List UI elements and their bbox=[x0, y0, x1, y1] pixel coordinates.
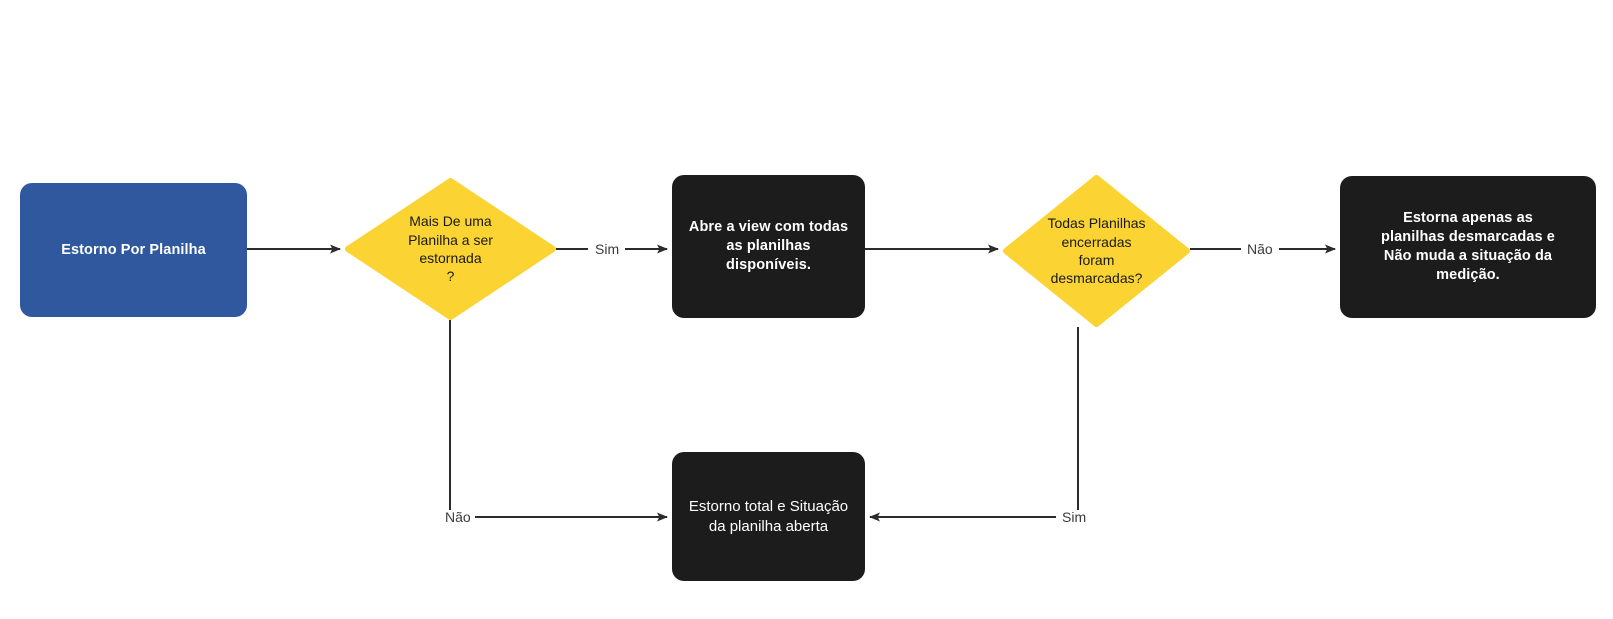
edge-label-sim-top: Sim bbox=[591, 242, 624, 256]
edge-label-nao-right: Não bbox=[1243, 242, 1277, 256]
edge-label-nao-bottom-left: Não bbox=[441, 510, 475, 524]
node-label-abre-a-view: Abre a view com todas as planilhas dispo… bbox=[688, 219, 849, 273]
node-result-estorna-apenas-desmarcadas[interactable]: Estorna apenas as planilhas desmarcadas … bbox=[1340, 176, 1596, 318]
node-result-estorno-total[interactable]: Estorno total e Situação da planilha abe… bbox=[672, 452, 865, 581]
node-label-estorna-apenas: Estorna apenas as planilhas desmarcadas … bbox=[1381, 210, 1555, 283]
diamond-shape-icon bbox=[345, 178, 556, 320]
node-label-estorno-total: Estorno total e Situação da planilha abe… bbox=[688, 498, 849, 535]
diamond-shape-icon bbox=[1003, 175, 1190, 327]
node-decision-todas-planilhas-desmarcadas[interactable]: Todas Planilhas encerradas foram desmarc… bbox=[1003, 175, 1190, 327]
node-label-decision1: Mais De uma Planilha a ser estornada ? bbox=[408, 213, 493, 285]
node-process-abre-a-view[interactable]: Abre a view com todas as planilhas dispo… bbox=[672, 175, 865, 318]
node-start-estorno-por-planilha[interactable]: Estorno Por Planilha bbox=[20, 183, 247, 317]
edge-label-sim-bottom-right: Sim bbox=[1058, 510, 1091, 524]
node-label-decision2: Todas Planilhas encerradas foram desmarc… bbox=[1047, 215, 1146, 287]
node-label-start: Estorno Por Planilha bbox=[61, 241, 206, 258]
node-decision-mais-de-uma-planilha[interactable]: Mais De uma Planilha a ser estornada ? bbox=[345, 178, 556, 320]
